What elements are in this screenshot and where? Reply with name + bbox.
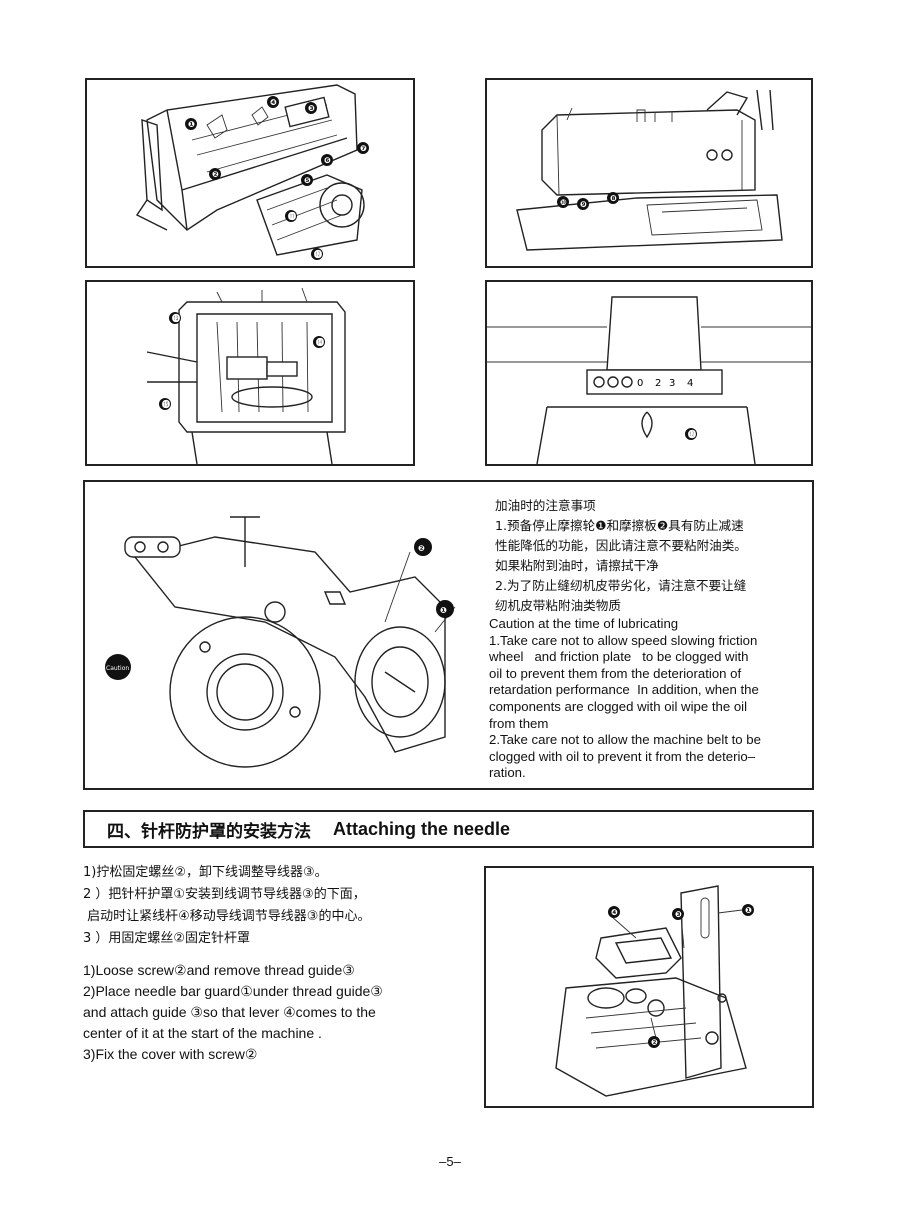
caution-zh-line: 2.为了防止缝纫机皮带劣化，请注意不要让缝 xyxy=(495,578,747,593)
svg-text:⓬: ⓬ xyxy=(314,249,322,259)
figure-dial-detail: 0 2 3 4 ⓬ xyxy=(485,280,813,466)
svg-text:⓮: ⓮ xyxy=(316,337,324,347)
machine-interior-illustration: ⓭ ⓮ ⓯ xyxy=(146,287,346,464)
svg-text:❹: ❹ xyxy=(611,908,618,917)
caution-zh-line: 如果粘附到油时，请擦拭干净 xyxy=(495,558,659,573)
step-en-3: 3)Fix the cover with screw② xyxy=(83,1046,258,1062)
svg-text:❶: ❶ xyxy=(440,606,447,615)
caution-en-line: clogged with oil to prevent it from the … xyxy=(489,748,756,764)
figure-machine-top-right: ❽ ❾ ❿ xyxy=(485,78,813,268)
svg-text:❿: ❿ xyxy=(560,198,567,207)
friction-wheel-illustration: ❷ ❶ Caution xyxy=(105,516,456,768)
caution-badge: Caution xyxy=(105,654,131,680)
callout-markers: ⓬ xyxy=(685,428,697,440)
callout-markers: ⓭ ⓮ ⓯ xyxy=(159,312,325,410)
svg-text:❸: ❸ xyxy=(675,910,682,919)
svg-text:❷: ❷ xyxy=(651,1038,658,1047)
lubrication-caution-text: 加油时的注意事项 1.预备停止摩擦轮❶和摩擦板❷具有防止减速 性能降低的功能，因… xyxy=(489,496,809,782)
caution-en-line: 1.Take care not to allow speed slowing f… xyxy=(489,632,758,648)
step-en-2-cont: and attach guide ③so that lever ④comes t… xyxy=(83,1004,376,1020)
sewing-machine-front-illustration: ❽ ❾ ❿ xyxy=(516,89,783,251)
callout-markers: ❽ ❾ ❿ xyxy=(557,192,619,210)
svg-text:❸: ❸ xyxy=(308,104,315,113)
caution-zh-line: 1.预备停止摩擦轮❶和摩擦板❷具有防止减速 xyxy=(495,518,744,533)
svg-text:0: 0 xyxy=(637,378,643,389)
step-en-1: 1)Loose screw②and remove thread guide③ xyxy=(83,962,355,978)
needle-bar-guard-illustration: ❹ ❸ ❶ ❷ xyxy=(555,885,754,1097)
step-zh-1: 1)拧松固定螺丝②，卸下线调整导线器③。 xyxy=(83,865,328,880)
step-zh-2: 2 ）把针杆护罩①安装到线调节导线器③的下面， xyxy=(83,887,366,902)
page-number: –5– xyxy=(439,1154,461,1169)
svg-text:❽: ❽ xyxy=(610,194,617,203)
installation-steps: 1)拧松固定螺丝②，卸下线调整导线器③。 2 ）把针杆护罩①安装到线调节导线器③… xyxy=(83,862,473,1065)
svg-text:❷: ❷ xyxy=(418,544,425,553)
figure-machine-top-left: ❶ ❷ ❸ ❹ ❺ ❻ ❼ ⓫ ⓬ xyxy=(85,78,415,268)
caution-en-line: ration. xyxy=(489,765,526,781)
step-en-2: 2)Place needle bar guard①under thread gu… xyxy=(83,983,383,999)
svg-text:❹: ❹ xyxy=(270,98,277,107)
svg-text:❶: ❶ xyxy=(745,906,752,915)
caution-zh-title: 加油时的注意事项 xyxy=(495,498,596,513)
caution-en-line: retardation performance In addition, whe… xyxy=(489,682,759,698)
sewing-machine-illustration: ❶ ❷ ❸ ❹ ❺ ❻ ❼ ⓫ ⓬ xyxy=(135,84,369,260)
figure-needle-guard: ❹ ❸ ❶ ❷ xyxy=(484,866,814,1108)
svg-text:❶: ❶ xyxy=(188,120,195,129)
step-zh-2-cont: 启动时让紧线杆④移动导线调节导线器③的中心。 xyxy=(83,909,371,924)
svg-text:❾: ❾ xyxy=(580,200,587,209)
svg-text:❺: ❺ xyxy=(304,176,311,185)
svg-text:2: 2 xyxy=(655,378,661,389)
callout-markers: ❷ ❶ xyxy=(414,538,454,618)
svg-text:⓯: ⓯ xyxy=(162,399,170,409)
section-header: 四、针杆防护罩的安装方法 Attaching the needle xyxy=(83,810,814,848)
callout-markers: ❹ ❸ ❶ ❷ xyxy=(608,904,754,1048)
section-title-en: Attaching the needle xyxy=(333,818,511,839)
svg-text:❻: ❻ xyxy=(324,156,331,165)
caution-en-title: Caution at the time of lubricating xyxy=(489,616,679,631)
caution-zh-line: 纫机皮带粘附油类物质 xyxy=(495,598,621,613)
caution-en-line: wheel and friction plate to be clogged w… xyxy=(489,649,749,665)
callout-markers: ❶ ❷ ❸ ❹ ❺ ❻ ❼ ⓫ ⓬ xyxy=(185,96,369,260)
svg-text:❼: ❼ xyxy=(360,144,367,153)
svg-text:❷: ❷ xyxy=(212,170,219,179)
caution-en-line: 2.Take care not to allow the machine bel… xyxy=(489,732,761,748)
svg-text:4: 4 xyxy=(687,378,693,389)
svg-text:Caution: Caution xyxy=(106,665,129,672)
caution-en-line: components are clogged with oil wipe the… xyxy=(489,698,748,714)
caution-en-line: oil to prevent them from the deteriorati… xyxy=(489,665,742,681)
svg-text:3: 3 xyxy=(669,378,675,389)
step-zh-3: 3 ）用固定螺丝②固定针杆罩 xyxy=(83,931,251,946)
tension-dial-illustration: 0 2 3 4 ⓬ xyxy=(487,296,811,464)
section-title-zh: 四、针杆防护罩的安装方法 xyxy=(107,821,311,842)
svg-text:⓬: ⓬ xyxy=(688,429,696,439)
svg-text:⓭: ⓭ xyxy=(172,313,180,323)
svg-text:⓫: ⓫ xyxy=(288,211,296,221)
caution-zh-line: 性能降低的功能，因此请注意不要粘附油类。 xyxy=(495,538,747,553)
step-en-2-cont: center of it at the start of the machine… xyxy=(83,1025,322,1041)
figure-machine-inner: ⓭ ⓮ ⓯ xyxy=(85,280,415,466)
caution-en-line: from them xyxy=(489,715,549,731)
lubrication-caution-panel: ❷ ❶ Caution 加油时的注意事项 1.预备停止摩擦轮❶和摩擦板❷具有防止… xyxy=(83,480,814,790)
